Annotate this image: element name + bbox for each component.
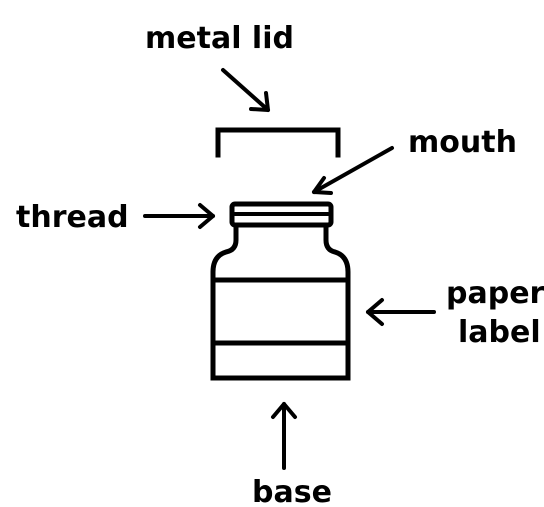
arrow-to-base bbox=[271, 402, 297, 470]
arrow-to-thread bbox=[143, 203, 215, 229]
arrow-to-mouth bbox=[312, 146, 394, 195]
label-paper-line1: paper bbox=[446, 276, 544, 311]
label-thread: thread bbox=[16, 200, 129, 235]
label-paper-line2: label bbox=[458, 315, 541, 350]
arrow-to-paper-label bbox=[366, 298, 436, 326]
label-base: base bbox=[252, 475, 332, 507]
arrow-to-lid bbox=[221, 68, 270, 112]
jar-body bbox=[210, 222, 351, 381]
label-metal-lid: metal lid bbox=[145, 21, 294, 56]
label-mouth: mouth bbox=[408, 125, 517, 160]
thread-band bbox=[229, 201, 334, 228]
metal-lid-shape bbox=[215, 127, 341, 158]
